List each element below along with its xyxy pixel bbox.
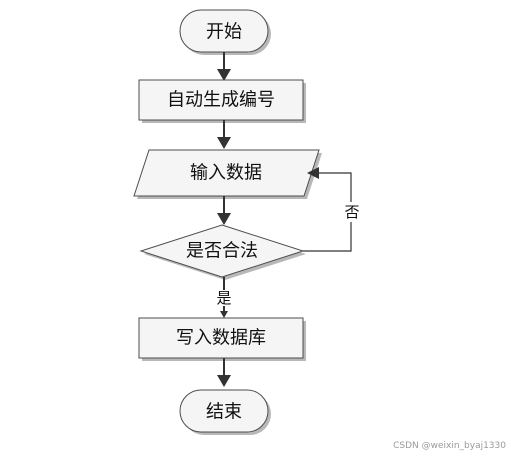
input-data-label: 输入数据 [190,163,262,184]
input-data-node: 输入数据 [133,149,322,199]
validate-decision-node: 是否合法 [139,224,306,280]
start-node: 开始 [179,9,271,55]
write-db-label: 写入数据库 [176,328,266,349]
arrow-write-to-end [217,358,231,387]
end-label: 结束 [206,402,242,423]
generate-id-label: 自动生成编号 [167,90,275,111]
yes-branch-connector [220,277,228,318]
arrow-start-to-generate [217,52,231,81]
write-db-node: 写入数据库 [138,317,306,361]
end-node: 结束 [179,389,271,435]
csdn-watermark: CSDN @weixin_byaj1330 [393,441,506,451]
yes-branch-label: 是 [216,289,231,307]
arrow-generate-to-input [217,120,231,149]
generate-id-node: 自动生成编号 [138,79,306,123]
validate-label: 是否合法 [186,241,258,262]
start-label: 开始 [206,22,242,43]
arrow-input-to-validate [217,196,231,225]
no-branch-label: 否 [344,203,359,221]
no-label-background [343,202,361,222]
